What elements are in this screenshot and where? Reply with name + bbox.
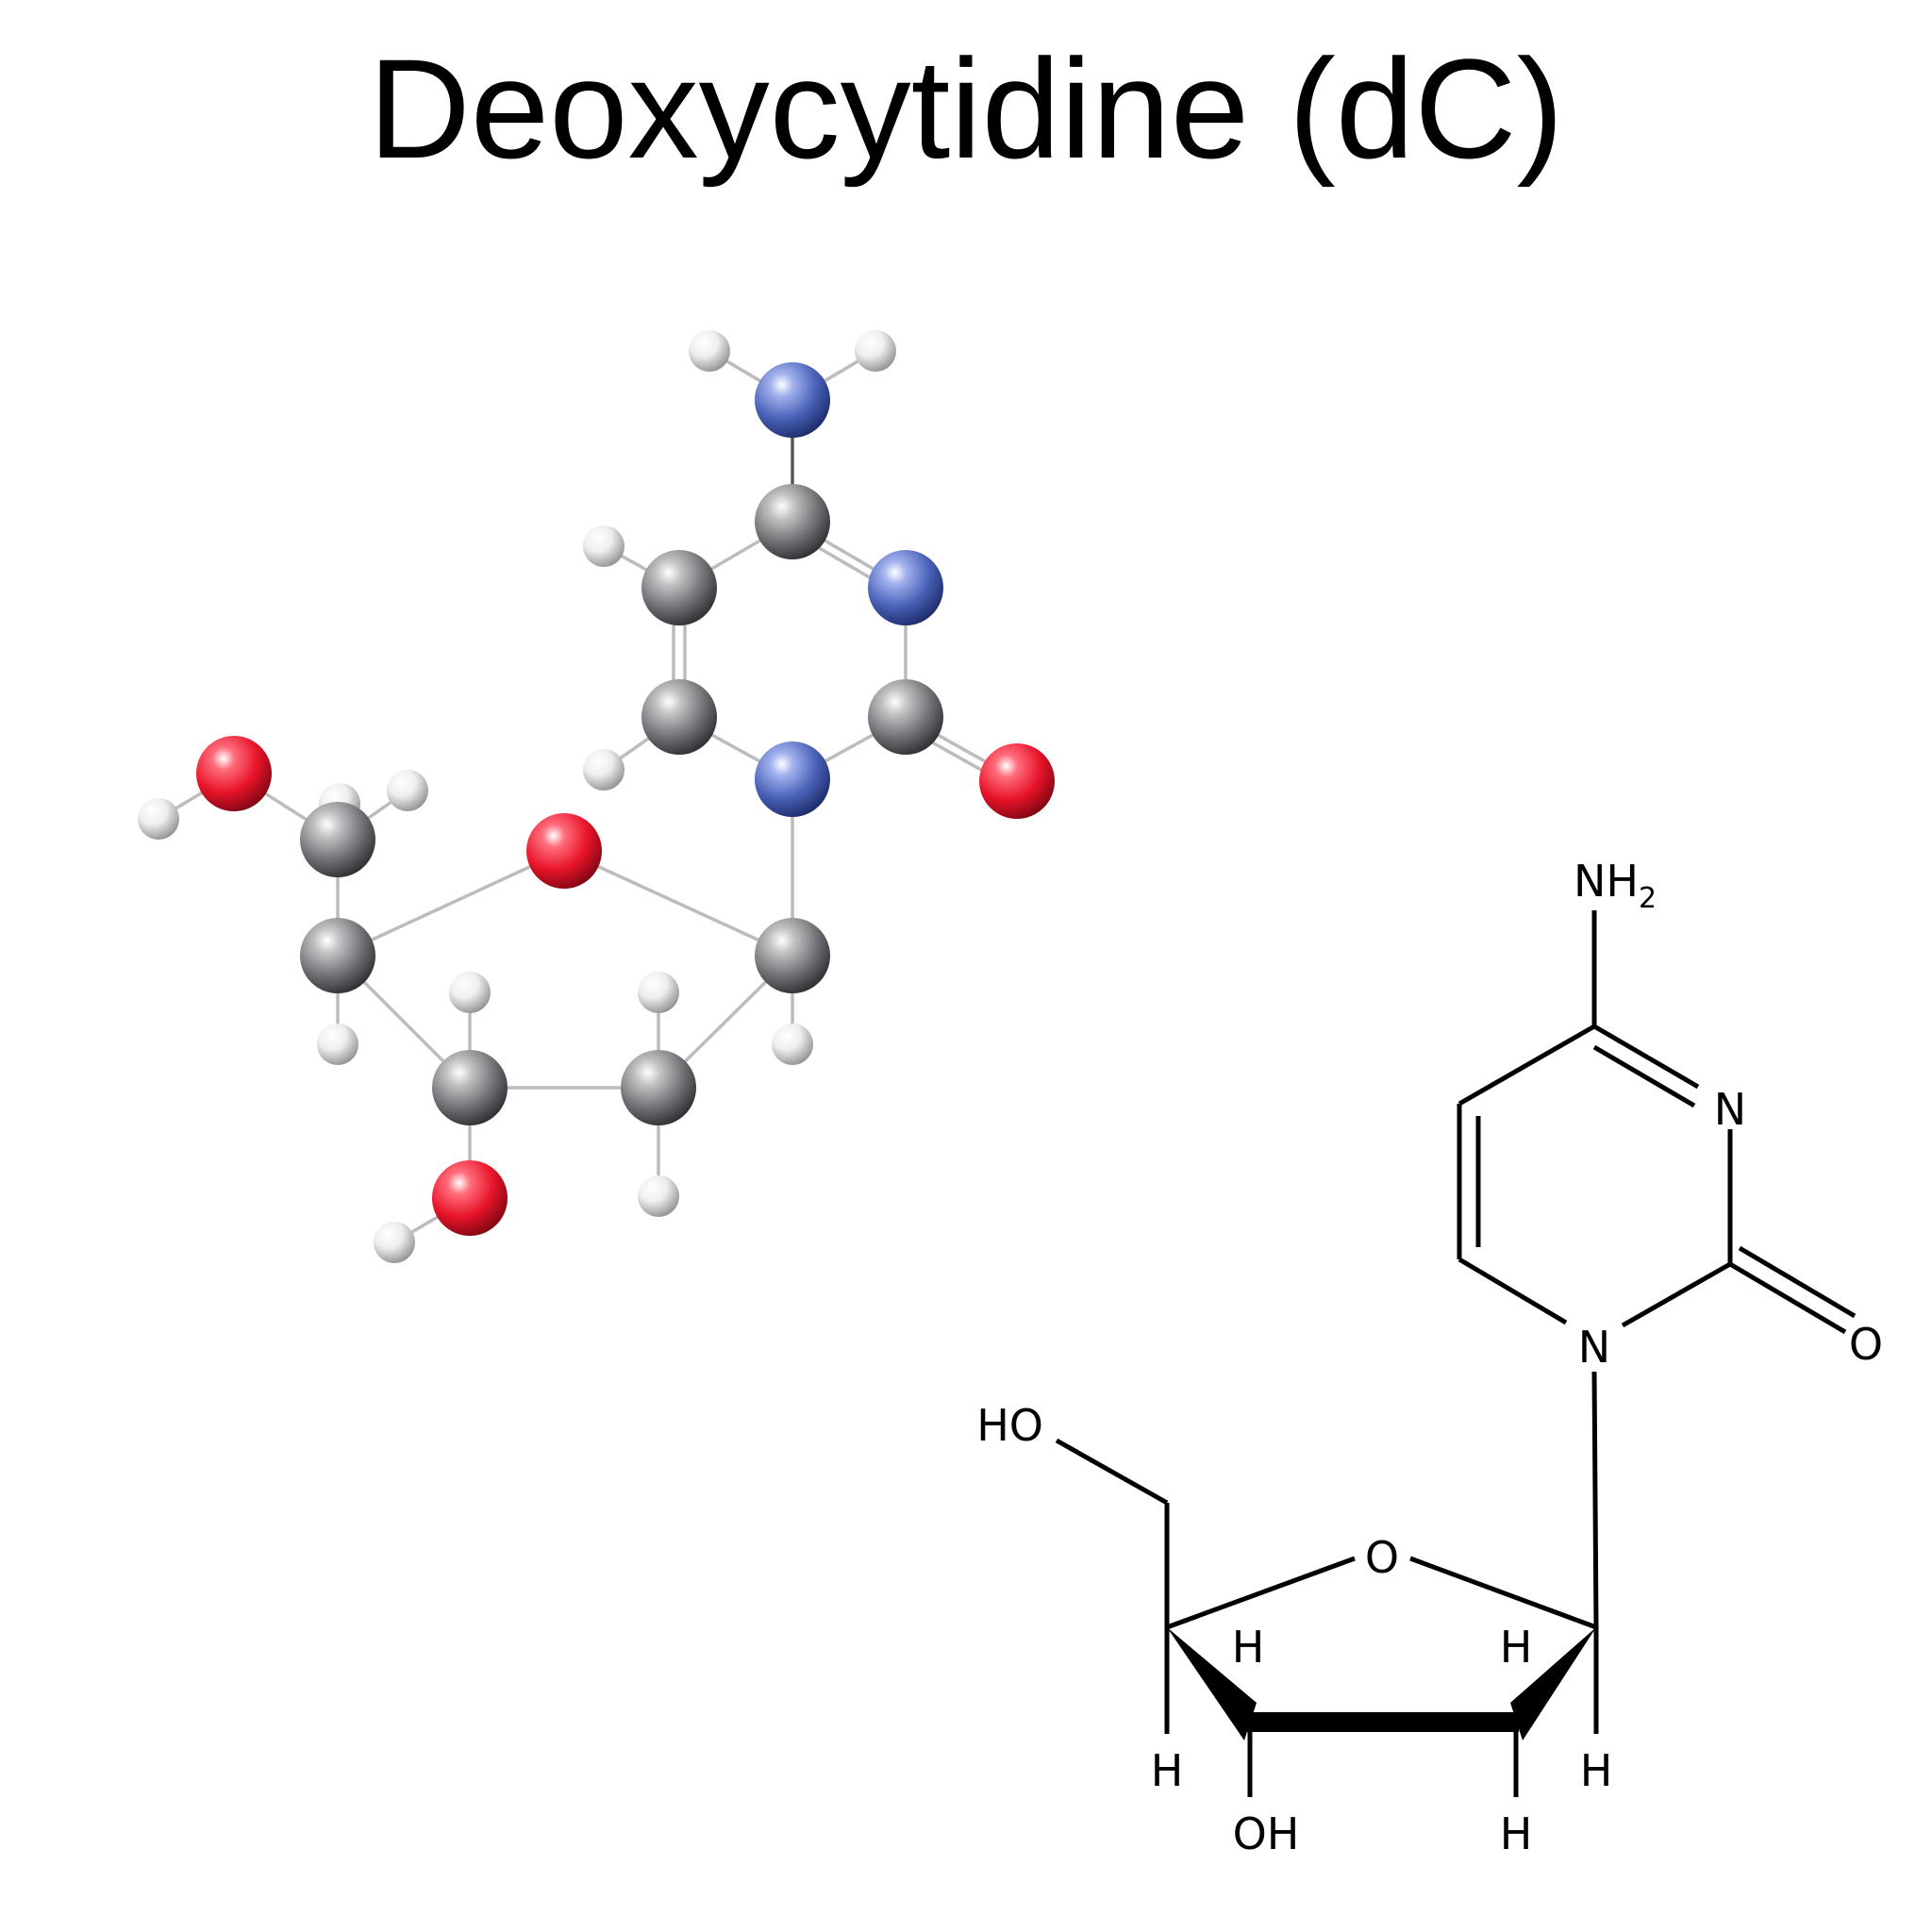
label-h-c3p-up: H bbox=[1232, 1622, 1265, 1673]
bond-c2-n1 bbox=[1621, 1261, 1732, 1328]
structural-labels: NH2 N N O HO O H H H H OH H bbox=[976, 856, 1883, 1859]
bold-bond-c3p-c2p bbox=[1247, 1712, 1519, 1732]
bond-c4-n3 bbox=[1592, 1024, 1700, 1090]
label-n3: N bbox=[1714, 1084, 1746, 1135]
atom-h-c2p-up bbox=[638, 972, 679, 1013]
label-o-carbonyl: O bbox=[1849, 1319, 1883, 1370]
atom-c3p bbox=[432, 1050, 508, 1125]
label-o-ring: O bbox=[1365, 1532, 1399, 1583]
atom-o4p bbox=[526, 813, 602, 889]
atom-h-c2p-down bbox=[638, 1175, 679, 1217]
molecule-title: Deoxycytidine (dC) bbox=[368, 29, 1564, 188]
bond-c2-o bbox=[1728, 1261, 1847, 1335]
atom-o5p bbox=[196, 736, 272, 811]
atom-h-c4p bbox=[317, 1024, 358, 1065]
structural-formula: NH2 N N O HO O H H H H OH H bbox=[976, 856, 1883, 1859]
bond-o4p-c4p bbox=[1166, 1556, 1356, 1630]
atom-c5 bbox=[641, 550, 717, 625]
label-h-c1p: H bbox=[1580, 1745, 1613, 1796]
bond-c1p-o4p bbox=[1409, 1556, 1597, 1630]
atom-n1 bbox=[755, 741, 830, 817]
label-ho: HO bbox=[976, 1400, 1043, 1451]
atom-c2 bbox=[868, 679, 943, 755]
atom-h-amino-1 bbox=[689, 330, 730, 372]
wedge-c4p-c3p bbox=[1167, 1627, 1257, 1740]
atom-h-o3p bbox=[374, 1222, 415, 1263]
atom-h-c3p bbox=[449, 972, 491, 1013]
bond-c6-n1 bbox=[1457, 1257, 1568, 1325]
structural-bonds bbox=[1055, 910, 1857, 1797]
label-oh: OH bbox=[1233, 1808, 1300, 1859]
label-n1: N bbox=[1578, 1322, 1610, 1373]
bond-c2-o-inner bbox=[1738, 1245, 1857, 1319]
ball-model-bonds bbox=[158, 349, 1018, 1244]
label-h-c2p-down: H bbox=[1500, 1808, 1533, 1859]
structural-wedges bbox=[1167, 1627, 1596, 1740]
atom-h-o5p bbox=[138, 798, 179, 840]
bond-n1-c1p bbox=[1591, 1371, 1599, 1628]
bond-c1p-o4p bbox=[563, 849, 793, 958]
bond-c4-c5 bbox=[1457, 1024, 1596, 1107]
label-nh2: NH2 bbox=[1574, 856, 1657, 915]
atom-o2 bbox=[979, 743, 1055, 819]
atom-n3 bbox=[868, 550, 943, 625]
atom-h-c5p-front bbox=[387, 770, 428, 811]
atom-c2p bbox=[621, 1050, 696, 1125]
bond-c4-n3-inner bbox=[1592, 1044, 1696, 1108]
atom-o3p bbox=[432, 1160, 508, 1236]
atom-h-c5 bbox=[583, 525, 625, 567]
bond-o4p-c4p bbox=[337, 849, 565, 958]
atom-h-amino-2 bbox=[855, 330, 896, 372]
atom-c1p bbox=[755, 918, 830, 993]
atom-h-c6 bbox=[583, 749, 625, 791]
ball-model-atoms bbox=[138, 330, 1055, 1263]
atom-n-amino bbox=[755, 362, 830, 438]
atom-h-c1p bbox=[772, 1024, 813, 1065]
wedge-c1p-c2p bbox=[1510, 1627, 1596, 1740]
ball-and-stick-model bbox=[138, 330, 1055, 1263]
atom-c4 bbox=[755, 484, 830, 559]
bond-c5p-ho bbox=[1055, 1438, 1169, 1506]
label-h-c2p-up: H bbox=[1500, 1622, 1533, 1673]
atom-c5p bbox=[300, 802, 375, 877]
atom-c6 bbox=[641, 679, 717, 755]
label-h-c4p: H bbox=[1151, 1745, 1184, 1796]
atom-c4p bbox=[300, 918, 375, 993]
